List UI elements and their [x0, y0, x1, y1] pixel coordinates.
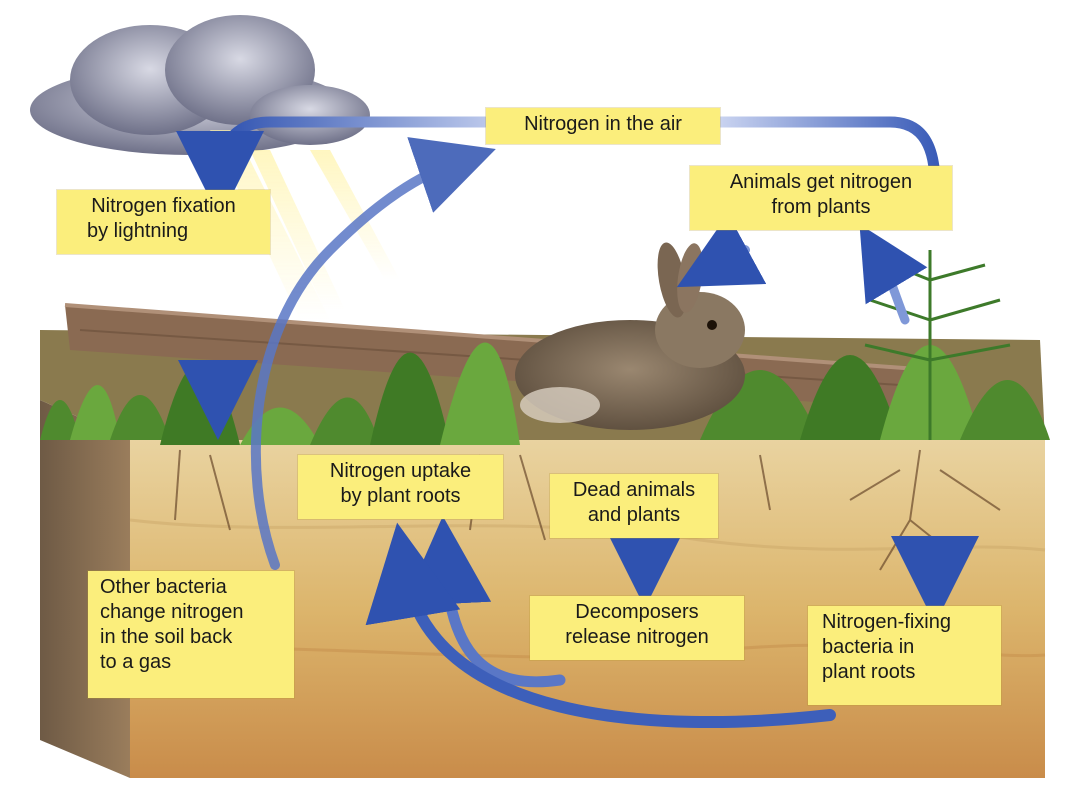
label-other-bacteria: Other bacteria change nitrogen in the so… [88, 571, 294, 698]
label-line: by plant roots [308, 484, 493, 509]
storm-cloud [30, 15, 370, 155]
label-line: Other bacteria [100, 575, 284, 600]
label-line: in the soil back [100, 625, 284, 650]
label-line: Dead animals [560, 478, 708, 503]
label-line: bacteria in [822, 635, 991, 660]
label-line: Nitrogen in the air [496, 112, 710, 137]
label-line: and plants [560, 503, 708, 528]
label-line: Decomposers [540, 600, 734, 625]
label-line: to a gas [100, 650, 284, 675]
label-animals-get-nitrogen: Animals get nitrogen from plants [690, 166, 952, 230]
label-line: by lightning [67, 219, 260, 244]
label-nitrogen-in-air: Nitrogen in the air [486, 108, 720, 144]
label-line: Nitrogen-fixing [822, 610, 991, 635]
label-line: release nitrogen [540, 625, 734, 650]
arrow-plants-to-animals [712, 250, 745, 268]
label-line: change nitrogen [100, 600, 284, 625]
label-nitrogen-uptake: Nitrogen uptake by plant roots [298, 455, 503, 519]
label-decomposers: Decomposers release nitrogen [530, 596, 744, 660]
label-line: plant roots [822, 660, 991, 685]
label-nitrogen-fixing-bacteria: Nitrogen-fixing bacteria in plant roots [808, 606, 1001, 705]
label-nitrogen-fixation-lightning: Nitrogen fixation by lightning [57, 190, 270, 254]
label-line: Nitrogen fixation [67, 194, 260, 219]
label-line: from plants [700, 195, 942, 220]
label-line: Nitrogen uptake [308, 459, 493, 484]
label-line: Animals get nitrogen [700, 170, 942, 195]
label-dead-animals-plants: Dead animals and plants [550, 474, 718, 538]
